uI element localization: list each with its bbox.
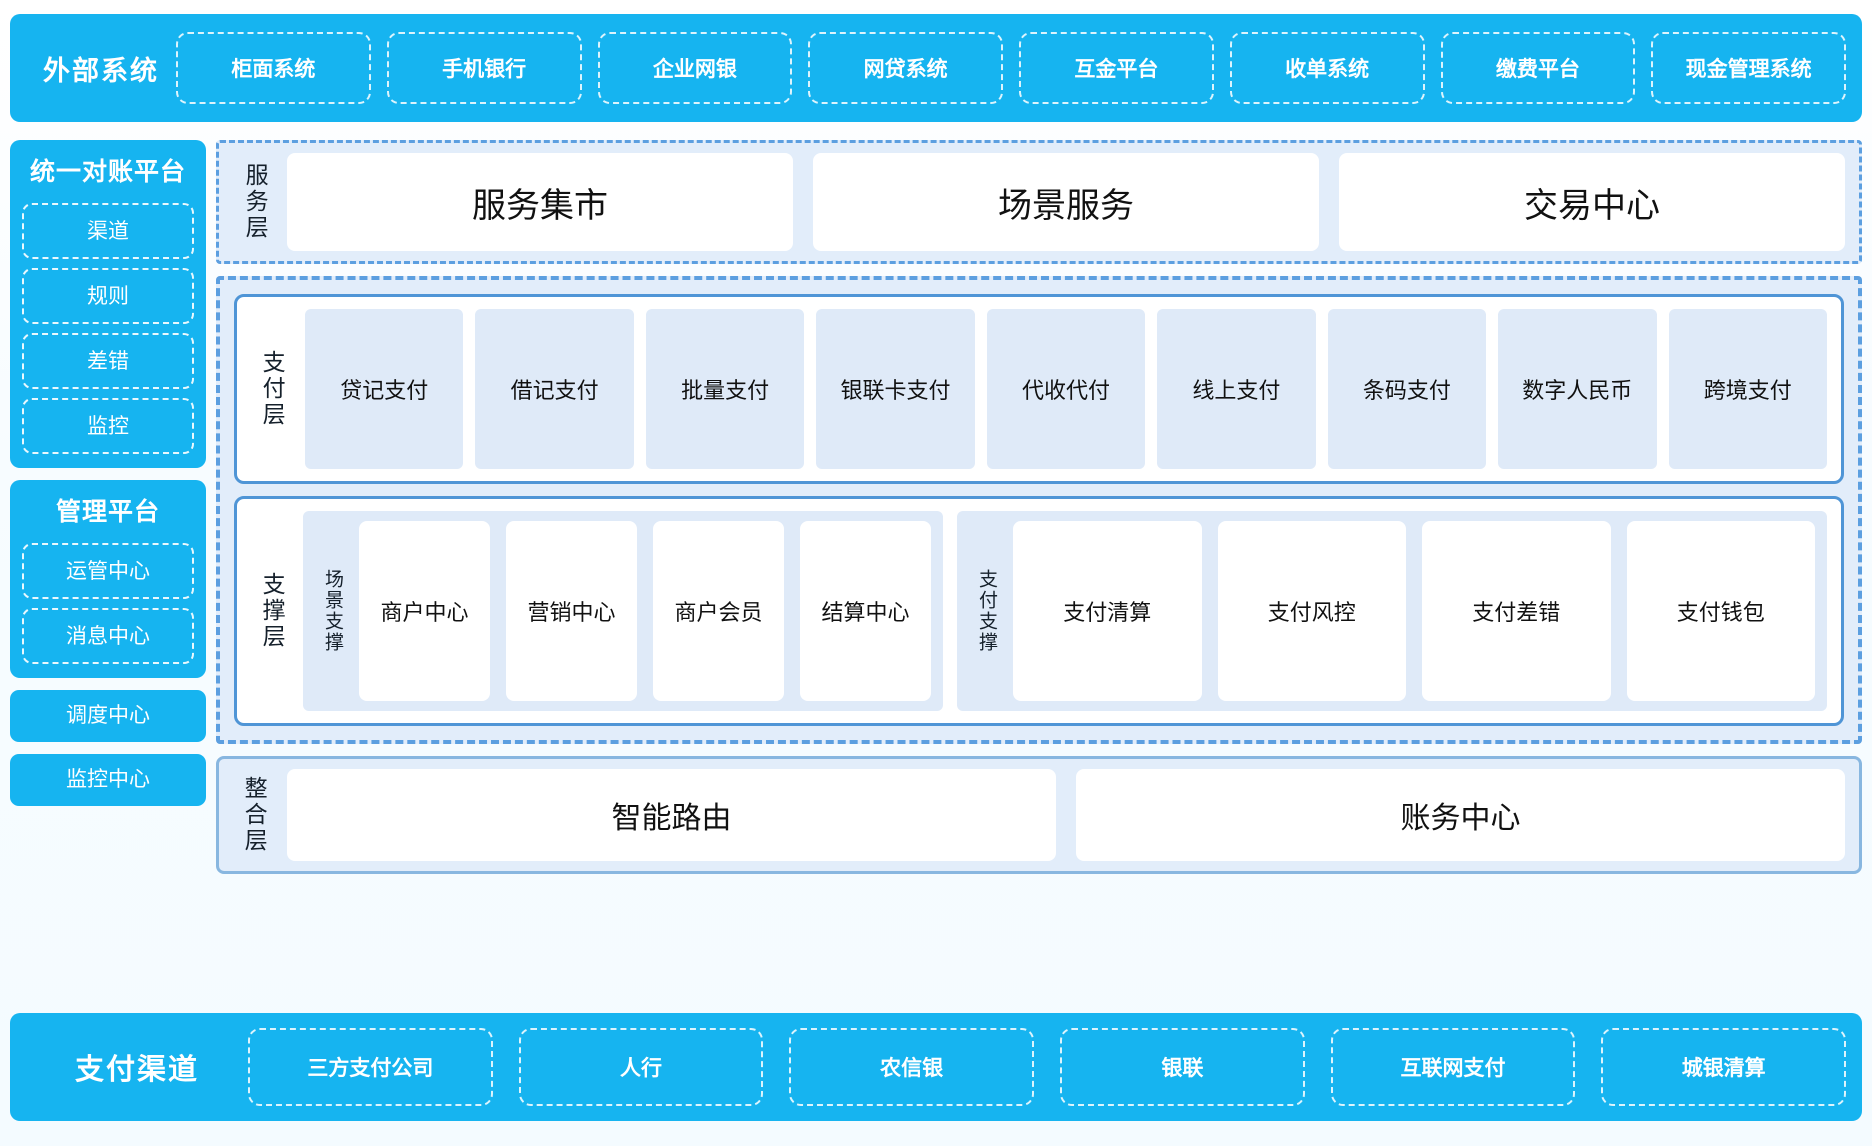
payment-channel-chip[interactable]: 城银清算 <box>1601 1028 1846 1106</box>
payment-card-credit[interactable]: 贷记支付 <box>305 309 463 469</box>
external-system-chip[interactable]: 现金管理系统 <box>1651 32 1846 104</box>
integration-layer-group: 整合层 智能路由 账务中心 <box>216 756 1862 874</box>
payment-layer-label: 支付层 <box>251 309 293 469</box>
reconciliation-platform-panel: 统一对账平台 渠道 规则 差错 监控 <box>10 140 206 468</box>
pay-support-cards: 支付清算 支付风控 支付差错 支付钱包 <box>1013 521 1815 701</box>
external-system-chip[interactable]: 收单系统 <box>1230 32 1425 104</box>
external-system-chip[interactable]: 柜面系统 <box>176 32 371 104</box>
pay-card-clearing[interactable]: 支付清算 <box>1013 521 1202 701</box>
management-platform-title: 管理平台 <box>22 490 194 534</box>
scene-card-settlement-center[interactable]: 结算中心 <box>800 521 931 701</box>
external-system-chip[interactable]: 缴费平台 <box>1441 32 1636 104</box>
pay-support-label: 支付支撑 <box>969 521 1003 701</box>
payment-card-unionpay[interactable]: 银联卡支付 <box>816 309 974 469</box>
external-systems-items: 柜面系统 手机银行 企业网银 网贷系统 互金平台 收单系统 缴费平台 现金管理系… <box>176 32 1846 104</box>
external-system-chip[interactable]: 网贷系统 <box>808 32 1003 104</box>
payment-layer-group: 支付层 贷记支付 借记支付 批量支付 银联卡支付 代收代付 线上支付 条码支付 … <box>234 294 1844 484</box>
pay-support-group: 支付支撑 支付清算 支付风控 支付差错 支付钱包 <box>957 511 1827 711</box>
main-region: 服务层 服务集市 场景服务 交易中心 支付层 贷记支付 借记支付 批量支付 银联… <box>216 140 1862 874</box>
external-system-chip[interactable]: 手机银行 <box>387 32 582 104</box>
payment-channel-chip[interactable]: 三方支付公司 <box>248 1028 493 1106</box>
payment-card-collection[interactable]: 代收代付 <box>987 309 1145 469</box>
payment-channel-chip[interactable]: 农信银 <box>789 1028 1034 1106</box>
scene-support-label: 场景支撑 <box>315 521 349 701</box>
service-layer-group: 服务层 服务集市 场景服务 交易中心 <box>216 140 1862 264</box>
scheduling-center-block[interactable]: 调度中心 <box>10 690 206 742</box>
external-system-chip[interactable]: 互金平台 <box>1019 32 1214 104</box>
payment-card-online[interactable]: 线上支付 <box>1157 309 1315 469</box>
service-card-scene[interactable]: 场景服务 <box>813 153 1319 251</box>
payment-channel-chip[interactable]: 互联网支付 <box>1331 1028 1576 1106</box>
integration-card-smart-routing[interactable]: 智能路由 <box>287 769 1056 861</box>
scene-card-merchant-center[interactable]: 商户中心 <box>359 521 490 701</box>
service-layer-cards: 服务集市 场景服务 交易中心 <box>287 153 1845 251</box>
payment-card-cross-border[interactable]: 跨境支付 <box>1669 309 1827 469</box>
payment-channels-title: 支付渠道 <box>26 1046 248 1088</box>
external-systems-title: 外部系统 <box>26 49 176 88</box>
payment-channel-chip[interactable]: 人行 <box>519 1028 764 1106</box>
integration-layer-cards: 智能路由 账务中心 <box>287 769 1845 861</box>
reconciliation-item-rule[interactable]: 规则 <box>22 268 194 324</box>
monitoring-center-block[interactable]: 监控中心 <box>10 754 206 806</box>
reconciliation-item-monitor[interactable]: 监控 <box>22 398 194 454</box>
reconciliation-item-channel[interactable]: 渠道 <box>22 203 194 259</box>
external-systems-bar: 外部系统 柜面系统 手机银行 企业网银 网贷系统 互金平台 收单系统 缴费平台 … <box>10 14 1862 122</box>
service-card-market[interactable]: 服务集市 <box>287 153 793 251</box>
integration-layer-label: 整合层 <box>233 769 275 861</box>
scene-support-cards: 商户中心 营销中心 商户会员 结算中心 <box>359 521 931 701</box>
service-layer-label: 服务层 <box>233 153 277 251</box>
pay-card-wallet[interactable]: 支付钱包 <box>1627 521 1816 701</box>
payment-layer-cards: 贷记支付 借记支付 批量支付 银联卡支付 代收代付 线上支付 条码支付 数字人民… <box>305 309 1827 469</box>
external-system-chip[interactable]: 企业网银 <box>598 32 793 104</box>
payment-card-barcode[interactable]: 条码支付 <box>1328 309 1486 469</box>
payment-channels-items: 三方支付公司 人行 农信银 银联 互联网支付 城银清算 <box>248 1028 1846 1106</box>
scene-support-group: 场景支撑 商户中心 营销中心 商户会员 结算中心 <box>303 511 943 711</box>
support-layer-halves: 场景支撑 商户中心 营销中心 商户会员 结算中心 支付支撑 支付清算 支付风控 <box>303 511 1827 711</box>
support-layer-label: 支撑层 <box>251 511 293 711</box>
management-item-message-center[interactable]: 消息中心 <box>22 608 194 664</box>
pay-card-error-handling[interactable]: 支付差错 <box>1422 521 1611 701</box>
reconciliation-platform-title: 统一对账平台 <box>22 150 194 194</box>
management-item-operations-center[interactable]: 运管中心 <box>22 543 194 599</box>
reconciliation-item-error[interactable]: 差错 <box>22 333 194 389</box>
integration-card-accounting-center[interactable]: 账务中心 <box>1076 769 1845 861</box>
core-group: 支付层 贷记支付 借记支付 批量支付 银联卡支付 代收代付 线上支付 条码支付 … <box>216 276 1862 744</box>
service-card-transaction[interactable]: 交易中心 <box>1339 153 1845 251</box>
support-layer-group: 支撑层 场景支撑 商户中心 营销中心 商户会员 结算中心 支付支撑 <box>234 496 1844 726</box>
payment-card-debit[interactable]: 借记支付 <box>475 309 633 469</box>
management-platform-panel: 管理平台 运管中心 消息中心 <box>10 480 206 678</box>
payment-card-batch[interactable]: 批量支付 <box>646 309 804 469</box>
scene-card-merchant-member[interactable]: 商户会员 <box>653 521 784 701</box>
payment-channel-chip[interactable]: 银联 <box>1060 1028 1305 1106</box>
payment-channels-bar: 支付渠道 三方支付公司 人行 农信银 银联 互联网支付 城银清算 <box>10 1013 1862 1121</box>
pay-card-risk-control[interactable]: 支付风控 <box>1218 521 1407 701</box>
left-column: 统一对账平台 渠道 规则 差错 监控 管理平台 运管中心 消息中心 调度中心 监… <box>10 140 206 818</box>
payment-card-digital-rmb[interactable]: 数字人民币 <box>1498 309 1656 469</box>
scene-card-marketing-center[interactable]: 营销中心 <box>506 521 637 701</box>
